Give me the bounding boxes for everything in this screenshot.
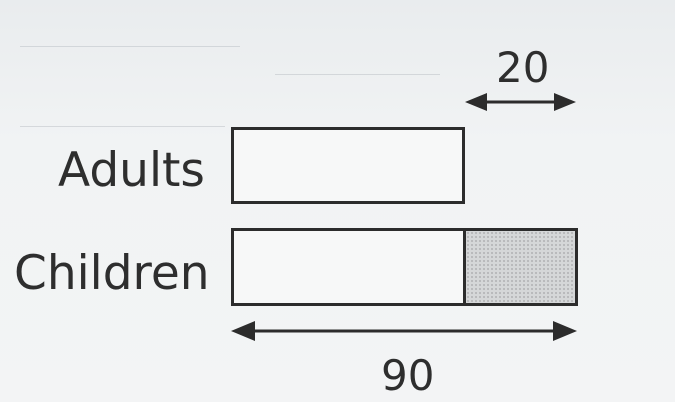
total-label: 90 [381, 351, 435, 400]
children-extra-shaded-segment [463, 228, 578, 306]
total-arrow [231, 321, 577, 341]
difference-arrow-right-head [554, 93, 576, 111]
faint-background-line [20, 46, 240, 47]
difference-arrow-left-head [465, 93, 487, 111]
total-arrow-left-head [231, 321, 255, 341]
adults-label: Adults [58, 143, 205, 198]
faint-background-line [275, 74, 440, 75]
difference-label: 20 [496, 43, 550, 92]
faint-background-line [20, 126, 225, 127]
adults-bar [231, 127, 465, 204]
children-label: Children [14, 246, 210, 301]
difference-arrow [465, 93, 576, 111]
total-arrow-right-head [553, 321, 577, 341]
